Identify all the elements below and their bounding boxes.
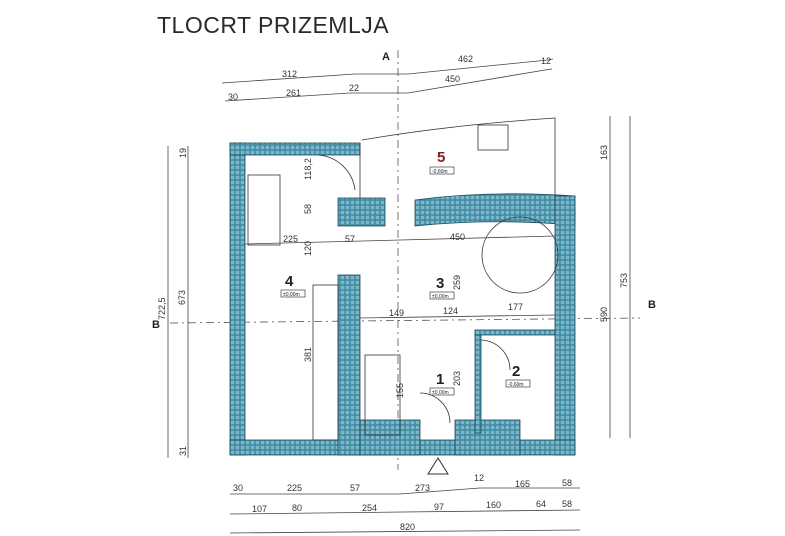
dim: 149 [389, 308, 404, 318]
room-2: 2 -0,60m [505, 363, 531, 388]
dim: 590 [599, 307, 609, 322]
dim: 58 [562, 478, 572, 488]
dim: 753 [619, 273, 629, 288]
dim: 225 [287, 483, 302, 493]
room-number: 2 [512, 363, 520, 380]
dim: 462 [458, 54, 473, 64]
section-a-label: A [382, 51, 390, 63]
room-level: -0,60m [432, 169, 448, 175]
dim: 12 [474, 473, 484, 483]
dim: 118,2 [303, 158, 313, 180]
dim: 259 [452, 275, 462, 290]
dining-table [247, 174, 281, 246]
entrance-arrow-icon [427, 457, 449, 475]
dim: 312 [282, 69, 297, 79]
room-number: 3 [436, 275, 444, 292]
entrance-door-swing [419, 392, 451, 424]
room-5-outline [359, 117, 556, 198]
dim: 80 [292, 503, 302, 513]
dim: 30 [228, 92, 238, 102]
dim: 120 [303, 241, 313, 256]
dim: 12 [541, 56, 551, 66]
dim: 450 [450, 232, 465, 242]
room-number: 4 [285, 273, 294, 290]
section-b-left-label: B [152, 319, 160, 331]
room-4: 4 ±0,00m [280, 273, 306, 298]
top-dimensions: 312 462 12 30 261 22 450 [221, 54, 554, 102]
dim: 124 [443, 306, 458, 316]
dim: 381 [303, 347, 313, 362]
planter [477, 124, 509, 151]
room-level: ±0,00m [432, 294, 449, 300]
plan-title: TLOCRT PRIZEMLJA [157, 12, 389, 38]
room-3: 3 ±0,00m [429, 275, 455, 300]
dim: 203 [452, 371, 462, 386]
room-5: 5 -0,60m [429, 149, 455, 175]
dim: 177 [508, 302, 523, 312]
room-level: ±0,00m [283, 292, 300, 298]
walls [229, 142, 576, 456]
room-1: 1 ±0,00m [429, 371, 455, 396]
dim: 58 [562, 499, 572, 509]
dim: 31 [178, 446, 188, 456]
bathroom-door-swing [480, 339, 511, 371]
dim: 155 [395, 383, 405, 398]
dim: 722,5 [157, 297, 167, 320]
dim: 273 [415, 483, 430, 493]
room-level: ±0,00m [432, 390, 449, 396]
dim: 19 [178, 148, 188, 158]
dim: 64 [536, 499, 546, 509]
kitchen-counter [312, 284, 339, 441]
dim: 261 [286, 88, 301, 98]
dim: 225 [283, 234, 298, 244]
dim: 160 [486, 500, 501, 510]
bottom-dimensions: 30 225 57 273 12 165 58 107 80 254 97 16… [229, 473, 581, 534]
dim: 58 [303, 204, 313, 214]
dim: 450 [445, 74, 460, 84]
wardrobe [364, 354, 401, 436]
section-b-right-label: B [648, 299, 656, 311]
dim: 673 [177, 290, 187, 305]
dim: 30 [233, 483, 243, 493]
room-level: -0,60m [508, 382, 524, 388]
door-swing [317, 154, 356, 191]
room-number: 1 [436, 371, 444, 388]
dim: 107 [252, 504, 267, 514]
dim: 165 [515, 479, 530, 489]
right-dimensions: 163 590 753 [599, 116, 631, 438]
spiral-stair [481, 216, 559, 294]
left-dimensions: 722,5 673 19 31 [157, 146, 189, 458]
dim: 820 [400, 522, 415, 532]
dim: 57 [350, 483, 360, 493]
room-number: 5 [437, 149, 445, 166]
dim: 97 [434, 502, 444, 512]
interior-dimensions: 118,2 58 225 57 120 381 149 124 177 259 … [244, 158, 556, 398]
dim: 254 [362, 503, 377, 513]
dim: 22 [349, 83, 359, 93]
dim: 57 [345, 234, 355, 244]
dim: 163 [599, 145, 609, 160]
